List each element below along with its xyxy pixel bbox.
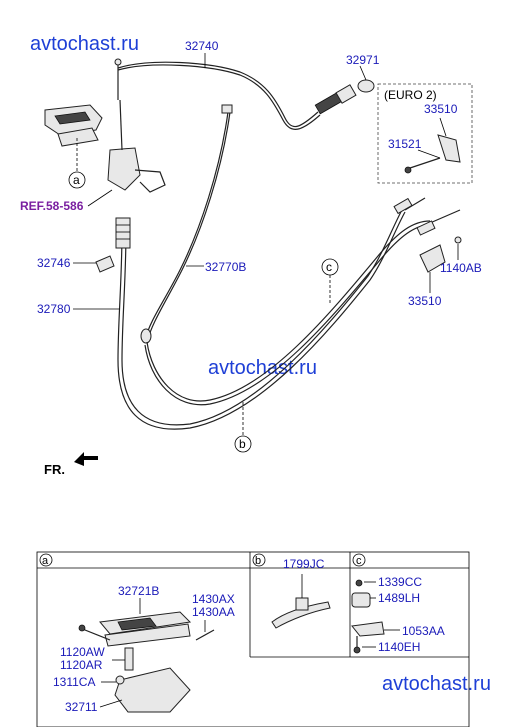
table-header-b (252, 553, 266, 567)
cable-32780 (117, 211, 406, 430)
watermark-top: avtochast.ru (30, 33, 139, 55)
label-1120AW: 1120AW (60, 645, 105, 659)
label-1120AR: 1120AR (60, 658, 103, 672)
ref-label: REF.58-586 (20, 199, 84, 213)
svg-text:a: a (42, 555, 49, 567)
label-1430AX: 1430AX (192, 592, 235, 606)
label-1311CA: 1311CA (53, 675, 95, 689)
cable-adjuster-32746 (95, 217, 131, 273)
label-32971: 32971 (346, 53, 380, 67)
watermark-bottom: avtochast.ru (382, 673, 491, 695)
label-32721B: 32721B (118, 584, 159, 598)
callout-a (68, 171, 86, 189)
label-32740: 32740 (185, 39, 219, 53)
label-33510-bottom: 33510 (408, 294, 442, 308)
label-32711: 32711 (65, 700, 98, 714)
svg-text:c: c (326, 260, 332, 274)
svg-text:b: b (239, 437, 246, 451)
label-1053AA: 1053AA (402, 624, 445, 638)
cable-32770B (144, 111, 229, 341)
cable-32740 (117, 61, 319, 128)
svg-text:c: c (356, 555, 362, 567)
label-euro2: (EURO 2) (384, 88, 437, 102)
label-32780: 32780 (37, 302, 71, 316)
label-1430AA: 1430AA (192, 605, 235, 619)
lever-assembly (44, 58, 166, 193)
section-c-drawing (351, 579, 385, 654)
section-b-drawing (271, 574, 331, 629)
front-direction-label: FR. (44, 462, 65, 477)
label-1489LH: 1489LH (378, 591, 420, 605)
label-1799JC: 1799JC (283, 557, 325, 571)
cable-end-32971 (314, 79, 375, 115)
callout-b (234, 435, 252, 453)
rear-cable-fittings (393, 197, 462, 273)
label-1140EH: 1140EH (378, 640, 420, 654)
label-32746: 32746 (37, 256, 71, 270)
parts-table (36, 551, 470, 727)
svg-text:a: a (73, 173, 80, 187)
label-32770B: 32770B (205, 260, 246, 274)
label-1140AB: 1140AB (440, 261, 482, 275)
label-33510-top: 33510 (424, 102, 458, 116)
label-31521: 31521 (388, 137, 422, 151)
front-arrow-icon (74, 452, 98, 466)
svg-text:b: b (255, 555, 261, 567)
bracket-33510-euro2 (437, 134, 461, 163)
euro2-detail-box (377, 83, 473, 184)
label-1339CC: 1339CC (378, 575, 422, 589)
table-header-a (39, 553, 53, 567)
watermark-middle: avtochast.ru (208, 357, 317, 379)
section-a-drawing (78, 611, 215, 713)
table-header-c (352, 553, 366, 567)
